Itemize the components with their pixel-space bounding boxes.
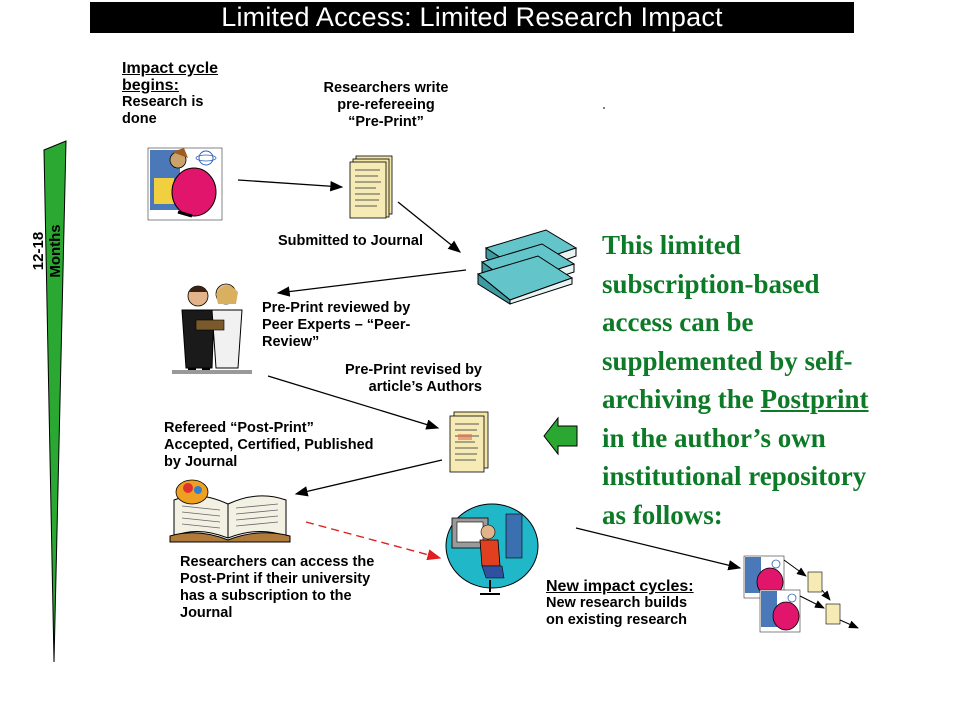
callout-line6: in the author’s own — [602, 422, 826, 453]
revised-document-icon — [449, 411, 489, 473]
peer-reviewers-icon — [172, 283, 252, 374]
callout-line5-text: archiving the — [602, 384, 761, 414]
impact-begins-label: Impact cycle begins: Research is done — [122, 60, 252, 128]
arrow-revised-to-published — [294, 459, 443, 497]
access-line1: Researchers can access the — [180, 554, 375, 570]
impact-begins-text: Research is done — [122, 94, 204, 127]
researcher-icon — [147, 147, 223, 221]
postprint-line1: Refereed “Post-Print” — [164, 420, 314, 436]
callout-line1: This limited — [602, 230, 741, 260]
arrow-to-new-cycles — [575, 527, 742, 571]
arrow-research-to-preprint — [237, 179, 344, 192]
new-cycles-line2: on existing research — [546, 612, 688, 628]
callout-line5: archiving the Postprint — [602, 380, 942, 419]
revised-line2: article’s Authors — [368, 379, 482, 395]
postprint-link[interactable]: Postprint — [760, 384, 869, 414]
peer-review-line2: Peer Experts – “Peer- — [262, 317, 411, 333]
preprint-line2: pre-refereeing — [337, 97, 435, 113]
new-cycles-label: New impact cycles: New research builds o… — [546, 578, 736, 629]
callout-line7: institutional repository — [602, 461, 867, 491]
slide-title: Limited Access: Limited Research Impact — [90, 2, 854, 33]
arrow-preprint-to-journal — [397, 201, 462, 253]
timeline-wedge — [43, 140, 67, 663]
impact-begins-heading: Impact cycle begins: — [122, 60, 219, 94]
callout-line3: access can be — [602, 307, 754, 337]
new-cycles-heading: New impact cycles: — [546, 578, 694, 595]
new-cycle-researcher-icon-2 — [759, 589, 801, 633]
peer-review-label: Pre-Print reviewed by Peer Experts – “Pe… — [262, 300, 462, 351]
access-label: Researchers can access the Post-Print if… — [180, 554, 430, 622]
preprint-line1: Researchers write — [323, 80, 449, 96]
preprint-document-icon — [349, 155, 393, 219]
computer-user-icon — [445, 503, 539, 595]
new-cycle-doc-icon-2 — [825, 603, 841, 625]
access-line4: Journal — [180, 605, 233, 621]
access-line2: Post-Print if their university — [180, 571, 371, 587]
submitted-label: Submitted to Journal — [278, 233, 423, 249]
new-cycles-line1: New research builds — [546, 595, 688, 611]
journal-stack-icon — [476, 229, 578, 305]
access-line3: has a subscription to the — [180, 588, 352, 604]
new-cycle-doc-icon-1 — [807, 571, 823, 593]
revised-label: Pre-Print revised by article’s Authors — [306, 362, 482, 396]
timeline-label: 12-18 Months — [30, 224, 64, 278]
open-book-icon — [169, 479, 291, 543]
self-archiving-callout: This limited subscription-based access c… — [602, 226, 942, 534]
preprint-line3: “Pre-Print” — [348, 114, 424, 130]
callout-line8: as follows: — [602, 499, 723, 530]
postprint-line3: by Journal — [164, 454, 238, 470]
arrow-access-dashed — [305, 521, 442, 561]
arrow-journal-to-review — [276, 269, 467, 297]
peer-review-line1: Pre-Print reviewed by — [262, 300, 411, 316]
postprint-line2: Accepted, Certified, Published — [164, 437, 374, 453]
green-left-arrow — [543, 416, 578, 456]
revised-line1: Pre-Print revised by — [345, 362, 482, 378]
callout-line4: supplemented by self- — [602, 345, 853, 376]
preprint-label: Researchers write pre-refereeing “Pre-Pr… — [306, 80, 466, 131]
peer-review-line3: Review” — [262, 334, 320, 350]
callout-line2: subscription-based — [602, 268, 820, 299]
arrow-review-to-revised — [267, 375, 440, 430]
postprint-label: Refereed “Post-Print” Accepted, Certifie… — [164, 420, 434, 471]
